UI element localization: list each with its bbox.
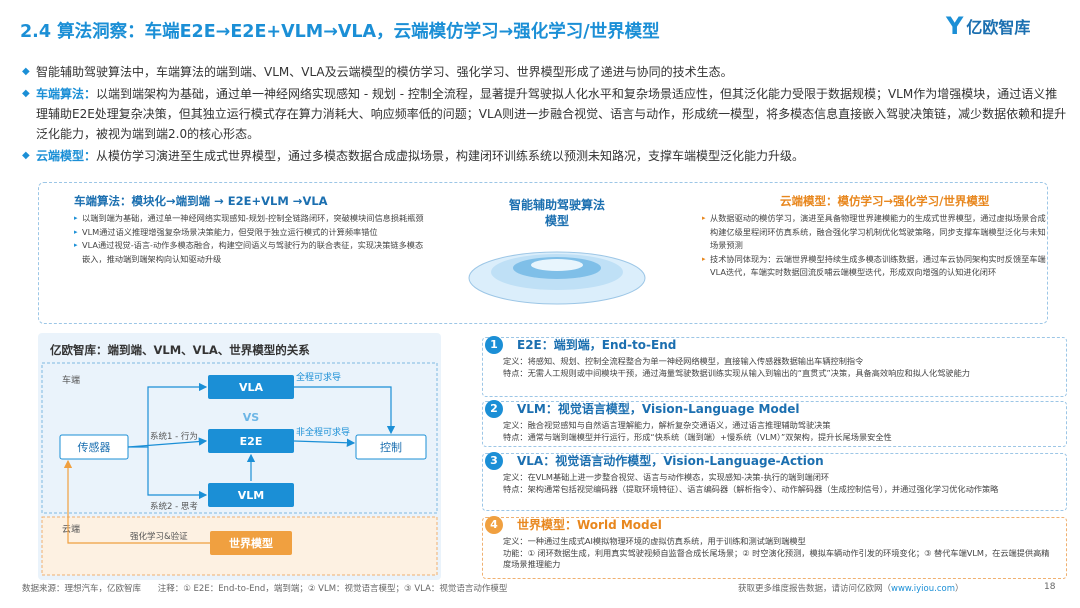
definition-e2e: 1 E2E：端到端，End-to-End 定义：将感知、规划、控制全流程整合为单… bbox=[482, 336, 1067, 397]
diamond-bullet-icon: ◆ bbox=[22, 66, 30, 77]
control-node bbox=[355, 434, 427, 460]
definition-number: 2 bbox=[485, 400, 503, 418]
vs-label: VS bbox=[243, 411, 260, 424]
cloud-model-heading: 云端模型：模仿学习→强化学习/世界模型 bbox=[780, 194, 990, 208]
definition-world-model: 4 世界模型：World Model 定义：一种通过生成式AI模拟物理环境的虚拟… bbox=[482, 516, 1067, 579]
cloud-label: 云端 bbox=[62, 523, 80, 535]
intro-bullets: ◆ 智能辅助驾驶算法中，车端算法的端到端、VLM、VLA及云端模型的模仿学习、强… bbox=[22, 62, 1067, 168]
vla-label: VLA bbox=[239, 381, 264, 394]
system2-label: 系统2 - 思考 bbox=[150, 501, 198, 512]
full-derivable-label: 全程可求导 bbox=[296, 371, 341, 383]
definition-line: 特点：架构通常包括视觉编码器（提取环境特征）、语言编码器（解析指令）、动作解码器… bbox=[503, 483, 999, 494]
list-item: VLM通过语义推理增强复杂场景决策能力，但受限于独立运行模式的计算频率错位 bbox=[74, 226, 424, 240]
car-algorithm-section: 车端算法：模块化→端到端 → E2E+VLM →VLA 以端到端为基础，通过单一… bbox=[74, 193, 424, 266]
logo-icon: Y bbox=[946, 12, 964, 40]
bullet-item: ◆ 车端算法：以端到端架构为基础，通过单一神经网络实现感知 - 规划 - 控制全… bbox=[22, 84, 1067, 144]
vlm-node bbox=[208, 483, 294, 507]
definition-number: 1 bbox=[485, 336, 503, 354]
bullet-lead: 云端模型： bbox=[36, 149, 97, 163]
website-link[interactable]: www.iyiou.com bbox=[891, 584, 955, 594]
world-model-node bbox=[210, 531, 292, 555]
vlm-label: VLM bbox=[238, 489, 264, 502]
car-algorithm-heading: 车端算法：模块化→端到端 → E2E+VLM →VLA bbox=[74, 194, 328, 208]
sensor-label: 传感器 bbox=[78, 441, 111, 454]
center-title: 智能辅助驾驶算法模型 bbox=[508, 198, 605, 228]
e2e-label: E2E bbox=[240, 435, 263, 448]
list-item: 技术协同体现为：云端世界模型持续生成多模态训练数据，通过车云协同架构实时反馈至车… bbox=[702, 253, 1047, 280]
bullet-text: 智能辅助驾驶算法中，车端算法的端到端、VLM、VLA及云端模型的模仿学习、强化学… bbox=[36, 65, 733, 79]
bullet-lead: 车端算法： bbox=[36, 87, 97, 101]
diagram-title: 亿欧智库：端到端、VLM、VLA、世界模型的关系 bbox=[50, 343, 310, 357]
bullet-text: 从模仿学习演进至生成式世界模型，通过多模态数据合成虚拟场景，构建闭环训练系统以预… bbox=[96, 149, 805, 163]
list-item: VLA通过视觉-语言-动作多模态融合，构建空间语义与驾驶行为的联合表征，实现决策… bbox=[74, 239, 424, 266]
world-model-label: 世界模型 bbox=[229, 536, 273, 550]
definition-line: 定义：融合视觉感知与自然语言理解能力，解析复杂交通语义，通过语言推理辅助驾驶决策 bbox=[503, 420, 831, 430]
relationship-diagram: 亿欧智库：端到端、VLM、VLA、世界模型的关系 车端 云端 传感器 VLA V… bbox=[38, 333, 441, 580]
definition-vla: 3 VLA：视觉语言动作模型，Vision-Language-Action 定义… bbox=[482, 452, 1067, 511]
page-number: 18 bbox=[1044, 582, 1056, 592]
definition-heading: VLM：视觉语言模型，Vision-Language Model bbox=[517, 402, 800, 416]
vla-node bbox=[208, 375, 294, 399]
algorithm-overview-box: 车端算法：模块化→端到端 → E2E+VLM →VLA 以端到端为基础，通过单一… bbox=[38, 182, 1048, 324]
non-full-derivable-label: 非全程可求导 bbox=[296, 426, 350, 438]
definition-line: 定义：将感知、规划、控制全流程整合为单一神经网络模型，直接输入传感器数据输出车辆… bbox=[503, 356, 864, 366]
more-text: 获取更多维度报告数据，请访问亿欧网（ bbox=[738, 584, 892, 594]
list-item: 从数据驱动的模仿学习，演进至具备物理世界建模能力的生成式世界模型，通过虚拟场景合… bbox=[702, 212, 1047, 253]
platform-disc-icon bbox=[468, 251, 646, 305]
car-zone bbox=[41, 362, 438, 514]
rl-label: 强化学习&验证 bbox=[130, 531, 188, 542]
car-label: 车端 bbox=[62, 374, 80, 386]
bullet-text: 以端到端架构为基础，通过单一神经网络实现感知 - 规划 - 控制全流程，显著提升… bbox=[36, 87, 1067, 141]
note-text: 注释：① E2E：End-to-End，端到端；② VLM：视觉语言模型；③ V… bbox=[157, 584, 508, 594]
system1-label: 系统1 - 行为 bbox=[150, 431, 198, 442]
logo-text: 亿欧智库 bbox=[966, 18, 1031, 37]
definition-heading: 世界模型：World Model bbox=[517, 518, 662, 532]
list-item: 以端到端为基础，通过单一神经网络实现感知-规划-控制全链路闭环，突破模块间信息损… bbox=[74, 212, 424, 226]
footer-source: 数据来源：理想汽车，亿欧智库 注释：① E2E：End-to-End，端到端；②… bbox=[22, 582, 507, 594]
definition-line: 定义：在VLM基础上进一步整合视觉、语言与动作模态，实现感知-决策-执行的端到端… bbox=[503, 472, 830, 482]
definitions-list: 1 E2E：端到端，End-to-End 定义：将感知、规划、控制全流程整合为单… bbox=[482, 331, 1067, 583]
control-label: 控制 bbox=[380, 440, 402, 454]
definition-heading: E2E：端到端，End-to-End bbox=[517, 338, 677, 352]
logo: Y 亿欧智库 bbox=[946, 14, 1030, 38]
definition-number: 4 bbox=[485, 516, 503, 534]
page-title: 2.4 算法洞察：车端E2E→E2E+VLM→VLA，云端模仿学习→强化学习/世… bbox=[20, 22, 660, 42]
bullet-item: ◆ 智能辅助驾驶算法中，车端算法的端到端、VLM、VLA及云端模型的模仿学习、强… bbox=[22, 62, 1067, 82]
footer-link: 获取更多维度报告数据，请访问亿欧网（www.iyiou.com） bbox=[738, 584, 964, 594]
definition-vlm: 2 VLM：视觉语言模型，Vision-Language Model 定义：融合… bbox=[482, 400, 1067, 447]
cloud-model-section: 云端模型：模仿学习→强化学习/世界模型 从数据驱动的模仿学习，演进至具备物理世界… bbox=[702, 193, 1047, 280]
definition-line: 定义：一种通过生成式AI模拟物理环境的虚拟仿真系统，用于训练和测试端到端模型 bbox=[503, 536, 806, 546]
definition-line: 特点：无需人工规则或中间模块干预，通过海量驾驶数据训练实现从输入到输出的“直贯式… bbox=[503, 367, 970, 378]
relationship-diagram-svg: 车端 云端 传感器 VLA VS E2E VLM 控制 世界模型 全程可求导 非… bbox=[41, 362, 438, 576]
source-text: 数据来源：理想汽车，亿欧智库 bbox=[22, 584, 142, 594]
diamond-bullet-icon: ◆ bbox=[22, 88, 30, 99]
bullet-item: ◆ 云端模型：从模仿学习演进至生成式世界模型，通过多模态数据合成虚拟场景，构建闭… bbox=[22, 146, 1067, 166]
definition-number: 3 bbox=[485, 452, 503, 470]
definition-heading: VLA：视觉语言动作模型，Vision-Language-Action bbox=[517, 454, 824, 468]
e2e-node bbox=[208, 429, 294, 453]
diamond-bullet-icon: ◆ bbox=[22, 150, 30, 161]
definition-line: 特点：通常与端到端模型并行运行，形成“快系统（端到端）+慢系统（VLM）”双架构… bbox=[503, 431, 892, 442]
definition-line: 功能：① 闭环数据生成，利用真实驾驶视频自监督合成长尾场景；② 时空演化预测，模… bbox=[503, 547, 1050, 570]
